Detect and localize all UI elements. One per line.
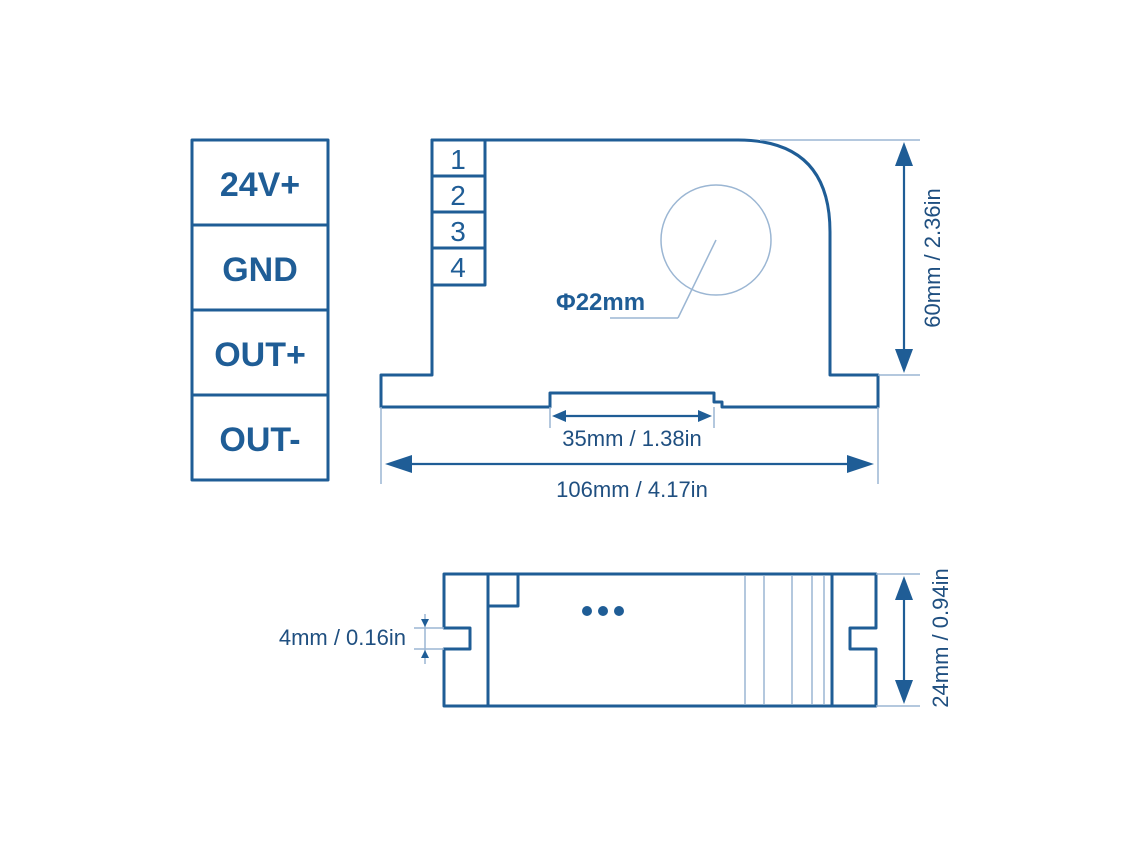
hole-leader-line xyxy=(677,239,717,319)
side-height-label: 24mm / 0.94in xyxy=(928,568,953,707)
front-view: 1 2 3 4 Φ22mm 60mm / 2.36in 35mm / 1.38i… xyxy=(379,138,945,502)
slot-width-label: 35mm / 1.38in xyxy=(562,426,701,451)
pin-label-out-plus: OUT+ xyxy=(214,336,306,374)
pin-label-out-minus: OUT- xyxy=(219,421,300,459)
pin-number-4: 4 xyxy=(450,252,466,283)
indicator-dot xyxy=(614,606,624,616)
arrow-down xyxy=(895,349,913,373)
overall-width-label: 106mm / 4.17in xyxy=(556,477,708,502)
pin-label-24v: 24V+ xyxy=(220,166,300,204)
height-label: 60mm / 2.36in xyxy=(920,188,945,327)
side-view: 4mm / 0.16in 24mm / 0.94in xyxy=(279,568,953,707)
arrow-up xyxy=(895,142,913,166)
indicator-dot xyxy=(598,606,608,616)
arrow-down xyxy=(895,680,913,704)
arrow-left xyxy=(385,455,412,473)
notch-label: 4mm / 0.16in xyxy=(279,625,406,650)
side-body-outline xyxy=(442,572,878,708)
sensor-body-outline xyxy=(379,138,880,409)
pin-number-2: 2 xyxy=(450,180,466,211)
pin-number-3: 3 xyxy=(450,216,466,247)
arrow-right xyxy=(698,410,712,422)
pin-label-gnd: GND xyxy=(222,251,298,289)
arrow-right xyxy=(847,455,874,473)
arrow-up xyxy=(421,650,429,658)
indicator-dot xyxy=(582,606,592,616)
corner-tab xyxy=(486,572,520,608)
through-hole-circle xyxy=(660,184,772,296)
pin-number-1: 1 xyxy=(450,144,466,175)
arrow-up xyxy=(895,576,913,600)
arrow-left xyxy=(552,410,566,422)
terminal-block: 24V+ GND OUT+ OUT- xyxy=(190,138,330,482)
hole-diameter-label: Φ22mm xyxy=(556,289,645,316)
arrow-down xyxy=(421,619,429,627)
